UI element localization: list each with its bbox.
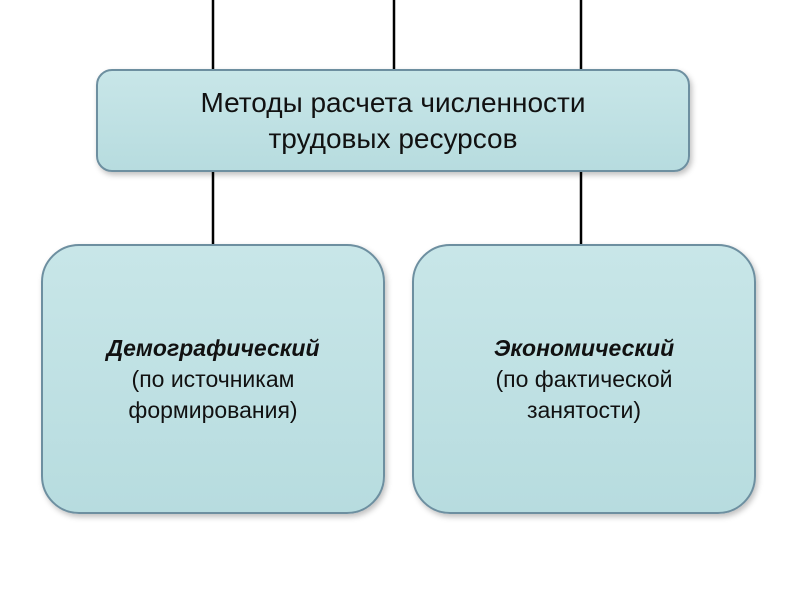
demographic-line-2: формирования) xyxy=(128,396,298,423)
main-method-line-2: трудовых ресурсов xyxy=(268,122,518,154)
economic-title: Экономический xyxy=(493,334,675,361)
economic-method-box: Экономический (по фактической занятости) xyxy=(412,244,756,514)
demographic-method-box: Демографический (по источникам формирова… xyxy=(41,244,385,514)
demographic-line-1: (по источникам xyxy=(131,365,295,392)
demographic-title: Демографический xyxy=(106,334,320,361)
economic-line-2: занятости) xyxy=(526,396,642,423)
economic-line-1: (по фактической xyxy=(495,365,673,392)
main-method-box: Методы расчета численности трудовых ресу… xyxy=(96,69,690,172)
main-method-text: Методы расчета численности трудовых ресу… xyxy=(200,85,585,157)
main-method-line-1: Методы расчета численности xyxy=(200,86,586,118)
